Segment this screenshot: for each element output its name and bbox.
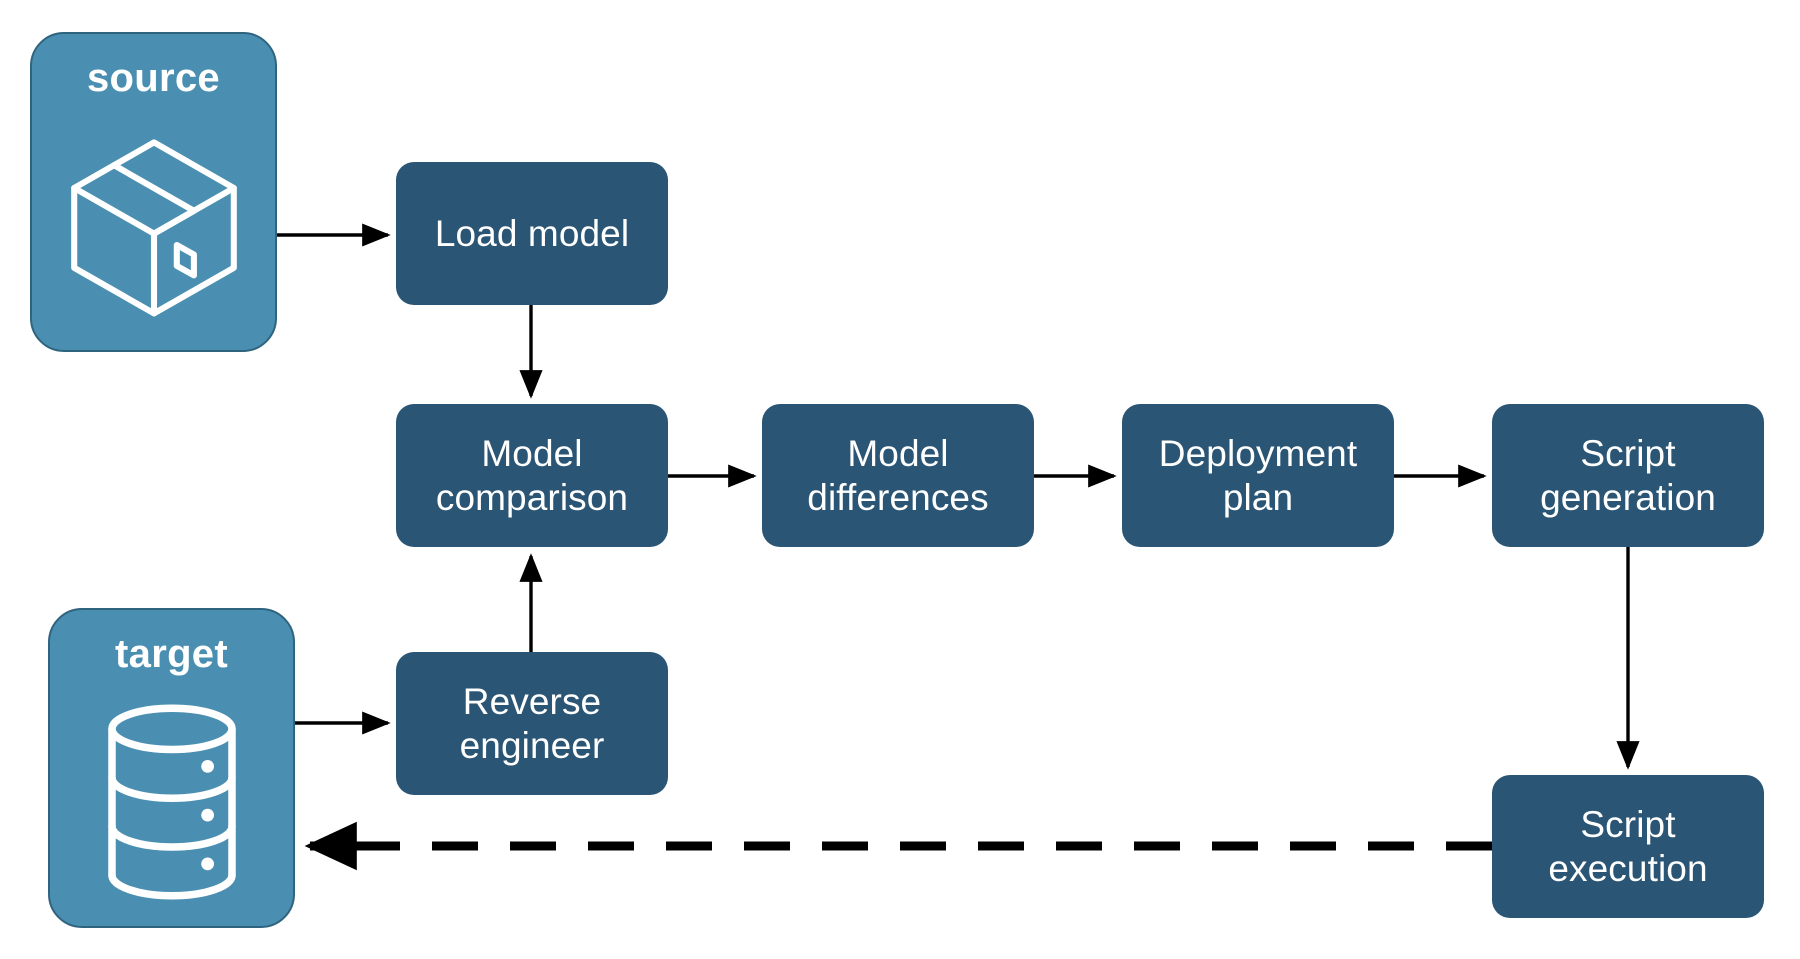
package-box-icon [32, 101, 275, 350]
process-reverse-engineer[interactable]: Reverse engineer [396, 652, 668, 795]
process-load-model[interactable]: Load model [396, 162, 668, 305]
process-script-execution[interactable]: Script execution [1492, 775, 1764, 918]
process-deployment-plan-label: Deployment plan [1158, 432, 1358, 518]
endpoint-target[interactable]: target [48, 608, 295, 928]
endpoint-source[interactable]: source [30, 32, 277, 352]
endpoint-target-label: target [115, 632, 228, 676]
process-model-comparison[interactable]: Model comparison [396, 404, 668, 547]
process-script-generation[interactable]: Script generation [1492, 404, 1764, 547]
endpoint-source-label: source [87, 56, 220, 100]
database-cylinder-icon [50, 677, 293, 926]
process-script-generation-label: Script generation [1540, 432, 1716, 518]
process-script-execution-label: Script execution [1548, 803, 1708, 889]
process-model-comparison-label: Model comparison [435, 432, 629, 518]
process-deployment-plan[interactable]: Deployment plan [1122, 404, 1394, 547]
process-reverse-engineer-label: Reverse engineer [459, 680, 605, 766]
process-model-differences-label: Model differences [807, 432, 989, 518]
process-load-model-label: Load model [434, 212, 630, 254]
process-model-differences[interactable]: Model differences [762, 404, 1034, 547]
